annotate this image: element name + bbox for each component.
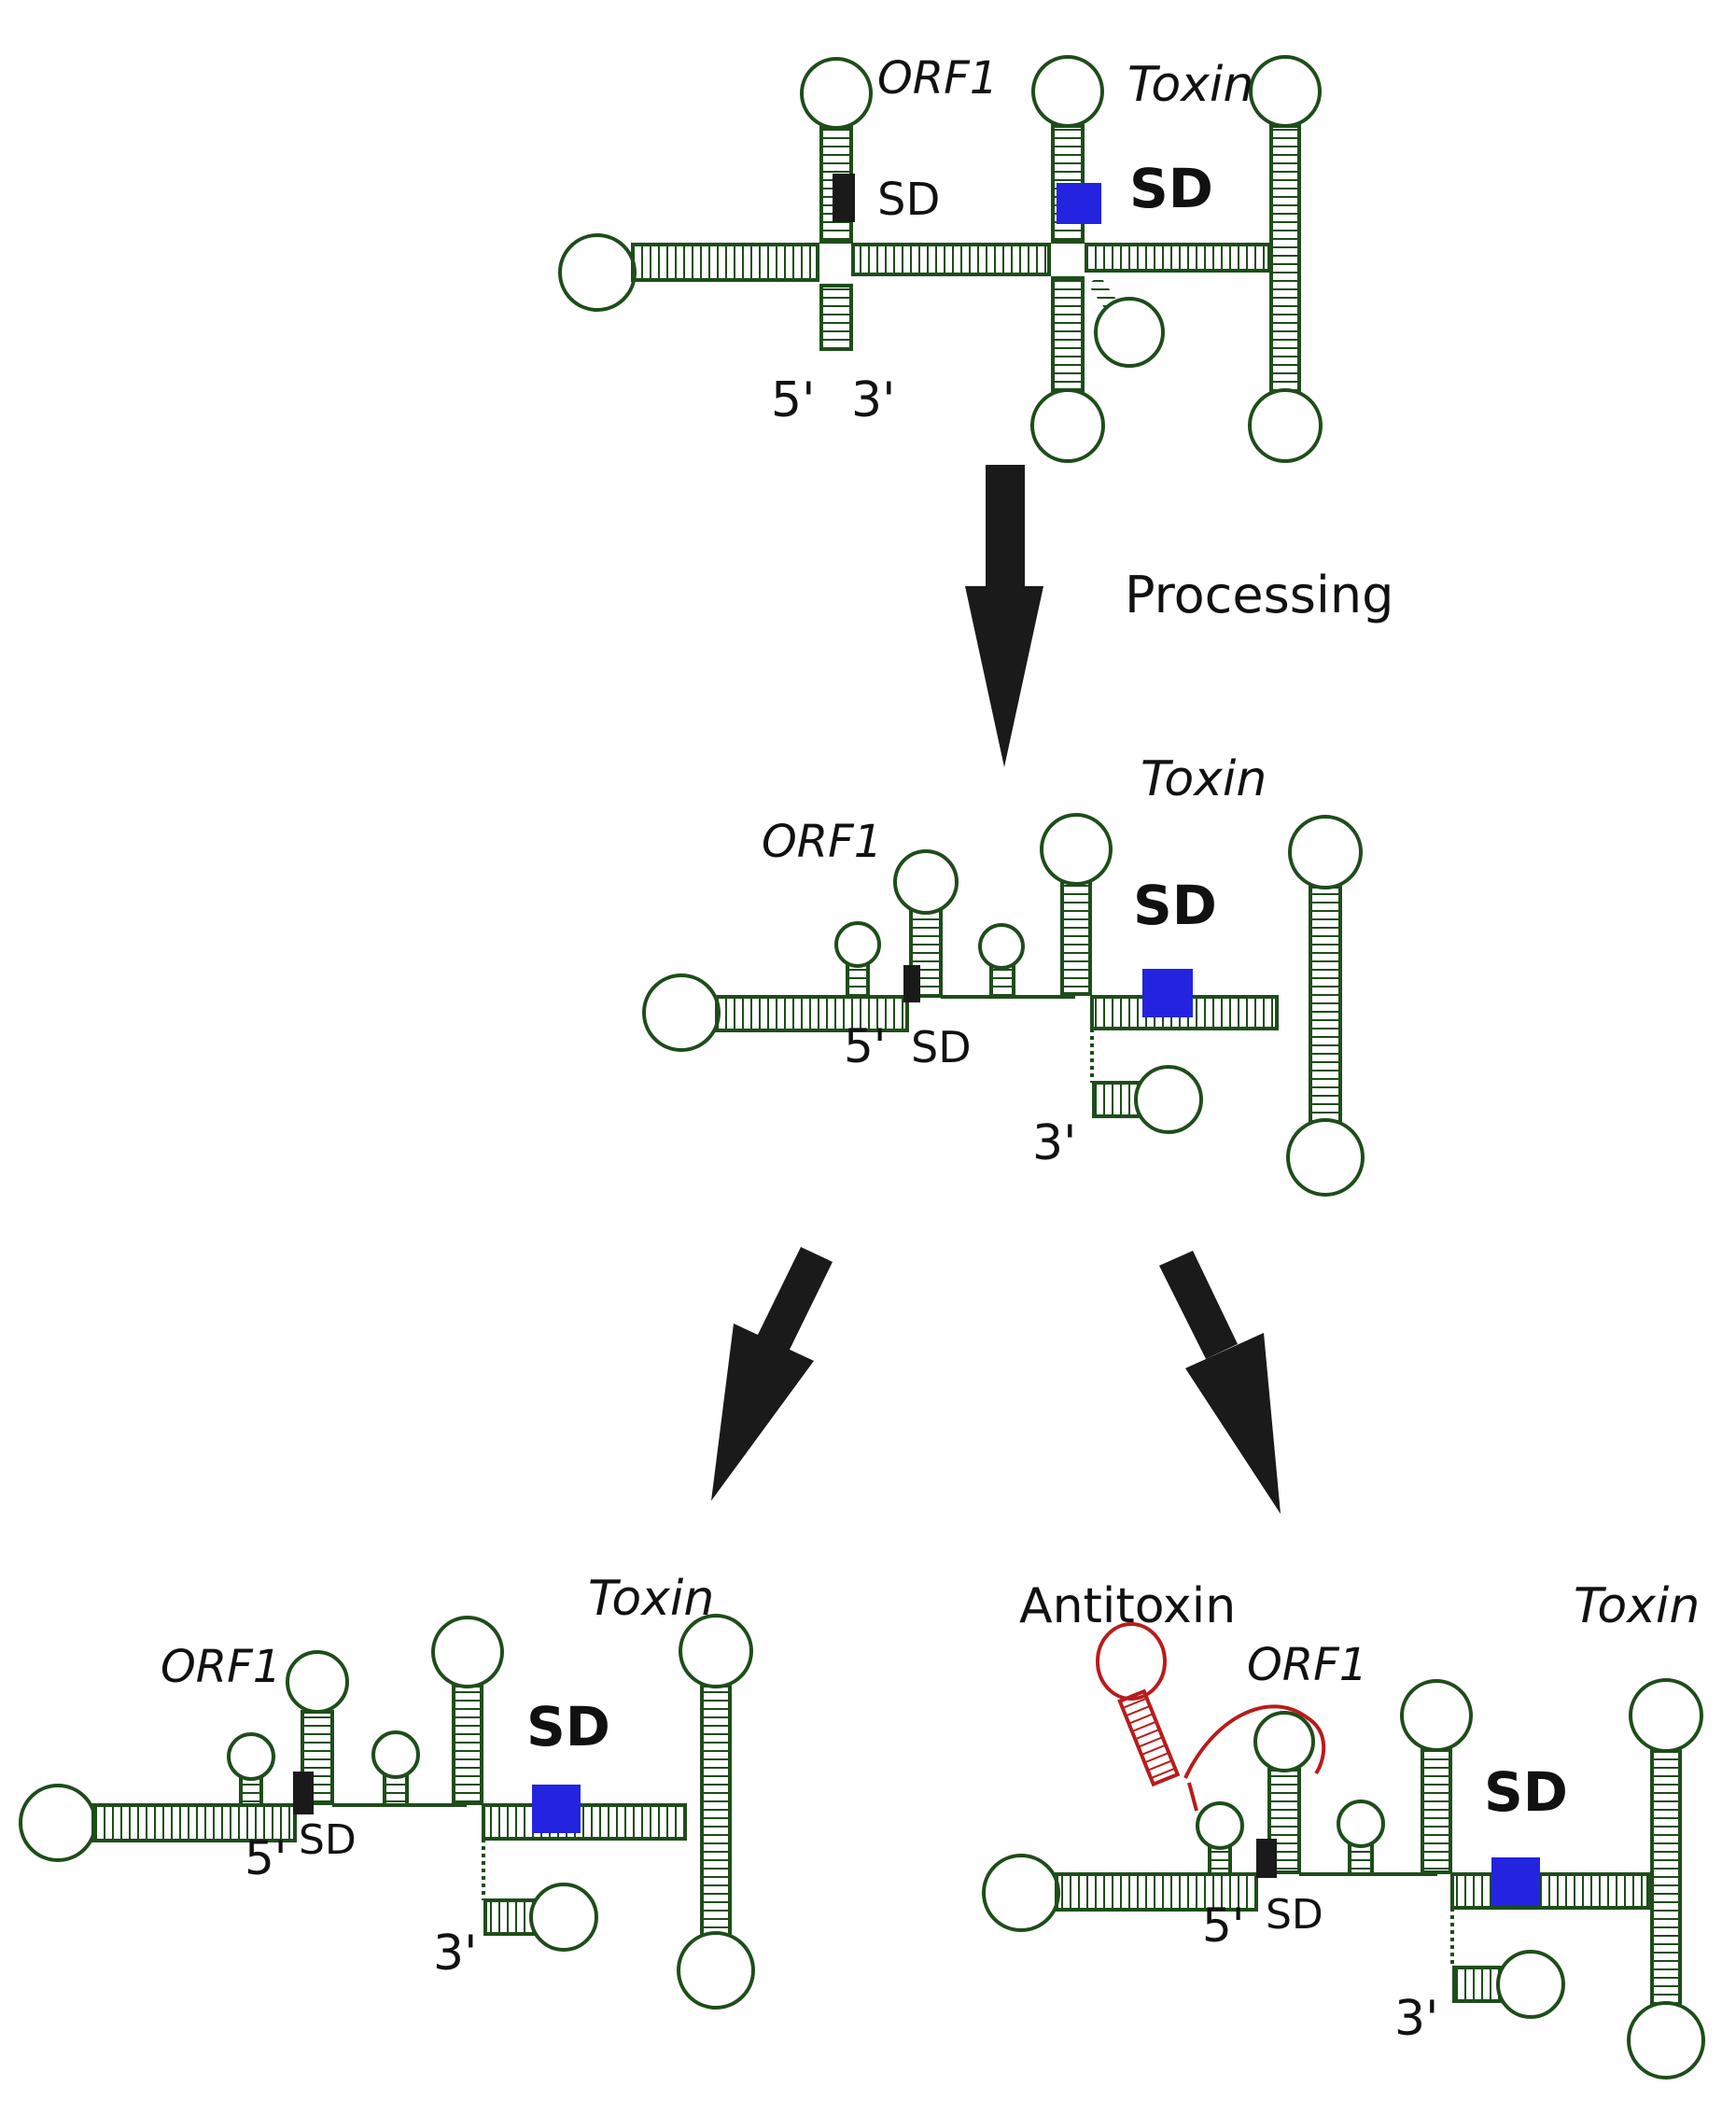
orf1-label: ORF1 xyxy=(161,1641,281,1693)
three-prime-label: 3' xyxy=(851,372,895,428)
toxin-sd-label: SD xyxy=(1484,1760,1568,1824)
processing-arrow xyxy=(965,465,1043,767)
toxin-label: Toxin xyxy=(1127,57,1253,113)
antitoxin-label: Antitoxin xyxy=(1019,1578,1236,1634)
three-prime-label: 3' xyxy=(1394,1991,1438,2047)
processing-label: Processing xyxy=(1125,566,1393,624)
toxin-sd-label: SD xyxy=(526,1695,610,1758)
orf1-sd-marker xyxy=(903,965,920,1002)
three-prime-label: 3' xyxy=(433,1926,477,1982)
toxin-sd-marker xyxy=(1057,183,1101,224)
structure-processed: ORF1 Toxin SD SD 5' 3' xyxy=(642,751,1365,1197)
five-prime-label: 5' xyxy=(844,1019,887,1073)
orf1-sd-label: SD xyxy=(877,174,940,226)
right-branch-arrow xyxy=(1159,1251,1281,1514)
structure-unprocessed: ORF1 Toxin SD SD 5' 3' xyxy=(558,52,1323,463)
toxin-label: Toxin xyxy=(1141,751,1267,807)
orf1-sd-label: SD xyxy=(299,1816,357,1864)
toxin-label: Toxin xyxy=(588,1571,714,1627)
three-prime-label: 3' xyxy=(1032,1115,1076,1171)
orf1-sd-marker xyxy=(1256,1839,1277,1878)
orf1-sd-label: SD xyxy=(1266,1891,1323,1939)
orf1-sd-marker xyxy=(293,1772,314,1814)
five-prime-label: 5' xyxy=(1202,1898,1245,1953)
structure-without-antitoxin: ORF1 Toxin SD SD 5' 3' xyxy=(19,1571,755,2010)
orf1-label: ORF1 xyxy=(1247,1639,1367,1691)
orf1-sd-marker xyxy=(833,174,855,222)
antitoxin-rna xyxy=(1096,1622,1326,1812)
toxin-sd-marker xyxy=(1491,1857,1540,1906)
toxin-sd-label: SD xyxy=(1133,874,1217,937)
toxin-sd-label: SD xyxy=(1129,157,1213,220)
toxin-sd-marker xyxy=(1142,969,1193,1017)
orf1-label: ORF1 xyxy=(762,816,882,868)
orf1-sd-label: SD xyxy=(911,1022,972,1072)
orf1-label: ORF1 xyxy=(877,52,998,105)
toxin-label: Toxin xyxy=(1574,1578,1700,1634)
five-prime-label: 5' xyxy=(771,372,815,428)
structure-with-antitoxin: Antitoxin ORF1 Toxin SD SD 5' 3' xyxy=(982,1578,1705,2080)
toxin-sd-marker xyxy=(532,1785,581,1833)
left-branch-arrow xyxy=(711,1247,833,1501)
five-prime-label: 5' xyxy=(245,1831,287,1885)
